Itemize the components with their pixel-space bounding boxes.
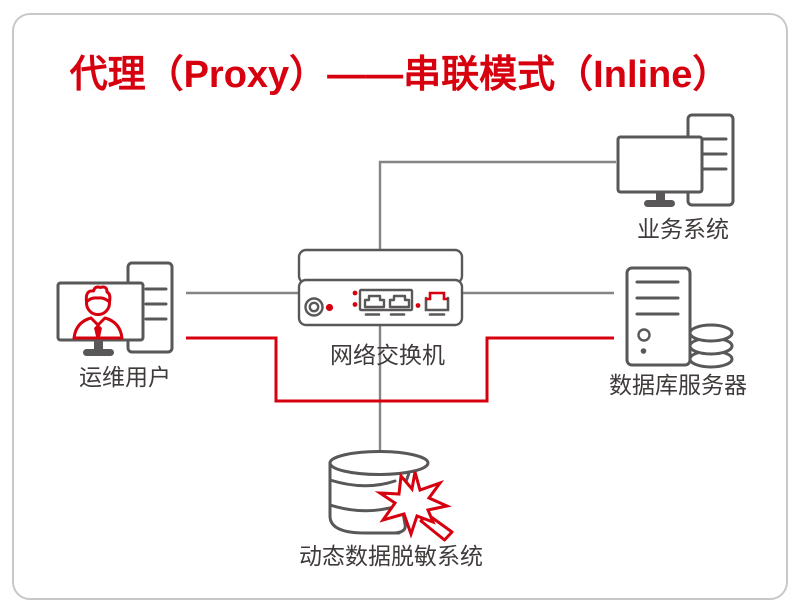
database-impact-star-icon — [328, 450, 454, 542]
monitor-base — [83, 349, 114, 356]
monitor-stand — [94, 340, 103, 350]
uplink-port-active-edge — [426, 291, 448, 301]
ethernet-port — [388, 294, 411, 309]
disk-stack-icon — [688, 323, 734, 369]
red-bypass-line — [186, 336, 614, 403]
uplink-port — [424, 296, 450, 312]
masking-system-label: 动态数据脱敏系统 — [299, 543, 483, 569]
led-dot — [352, 302, 358, 307]
drive-led — [640, 348, 647, 354]
monitor-user-with-server-icon — [56, 261, 174, 356]
cylinder-band — [328, 478, 397, 488]
server-slots — [635, 280, 680, 316]
drive-button — [637, 328, 651, 342]
line-switch-to-business — [378, 160, 616, 251]
switch-top-chassis — [297, 248, 464, 285]
network-switch-icon — [297, 248, 464, 327]
ops-user-label: 运维用户 — [79, 364, 171, 390]
user-avatar-icon — [72, 285, 124, 340]
database-cylinder — [328, 461, 401, 535]
monitor-with-server-icon — [616, 113, 735, 207]
monitor-stand — [656, 192, 665, 201]
server-with-disk-stack-icon — [625, 266, 734, 369]
database-server-label: 数据库服务器 — [609, 372, 747, 398]
impact-star-icon — [374, 471, 454, 542]
monitor-screen — [616, 135, 704, 194]
server-slots — [701, 137, 728, 171]
led-dot — [415, 303, 421, 308]
ethernet-port — [363, 294, 386, 309]
led-dot — [352, 290, 358, 296]
network-switch-label: 网络交换机 — [330, 342, 445, 368]
business-system-label: 业务系统 — [637, 216, 729, 242]
diagram-title: 代理（Proxy）——串联模式（Inline） — [69, 54, 731, 96]
status-led — [325, 303, 334, 312]
monitor-base — [644, 200, 675, 207]
server-slots — [144, 287, 168, 321]
cylinder-top — [328, 450, 430, 476]
